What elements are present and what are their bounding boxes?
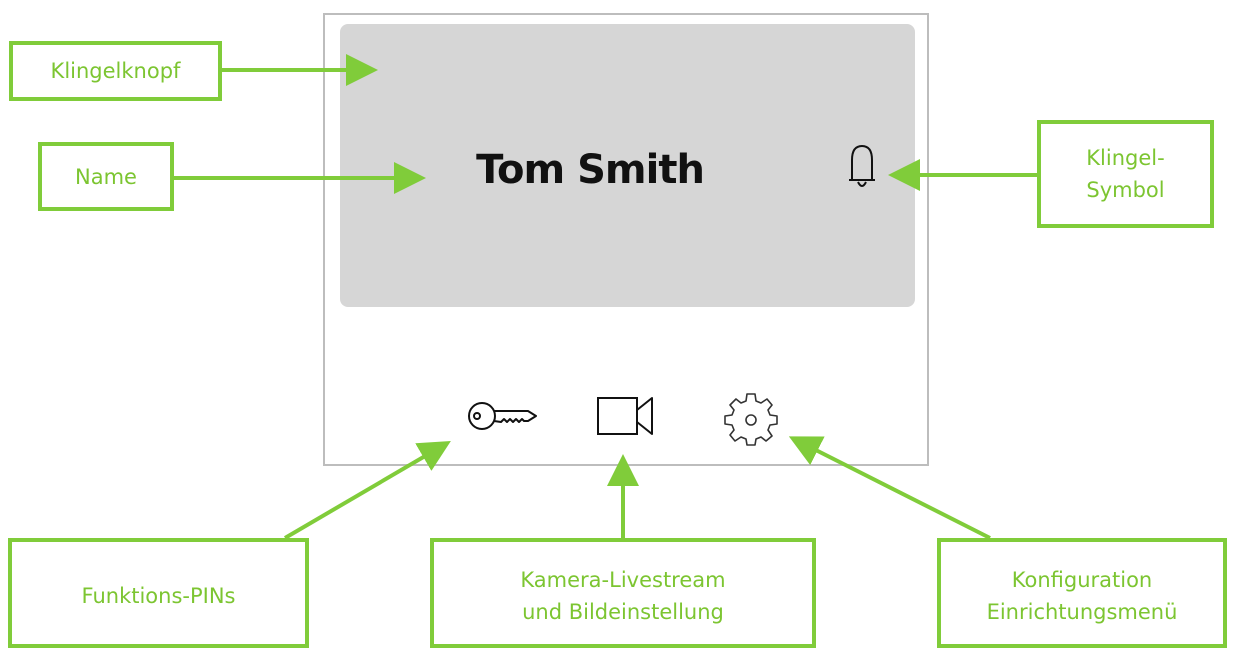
- callout-name: Name: [38, 142, 174, 211]
- callout-kamera-line-1: Kamera-Livestream: [520, 568, 726, 592]
- video-camera-icon[interactable]: [594, 392, 658, 440]
- callout-kamera-line-2: und Bildeinstellung: [522, 600, 724, 624]
- callout-klingel-symbol-line-2: Symbol: [1086, 178, 1165, 202]
- callout-funktions-pins: Funktions-PINs: [8, 538, 309, 648]
- callout-klingelknopf: Klingelknopf: [9, 41, 222, 101]
- callout-klingel-symbol: Klingel- Symbol: [1037, 120, 1214, 228]
- callout-konfiguration: Konfiguration Einrichtungsmenü: [937, 538, 1227, 648]
- gear-icon[interactable]: [723, 390, 779, 446]
- callout-klingelknopf-label: Klingelknopf: [50, 59, 181, 83]
- callout-konfiguration-line-1: Konfiguration: [1011, 568, 1153, 592]
- callout-klingel-symbol-line-1: Klingel-: [1086, 146, 1165, 170]
- callout-konfiguration-line-2: Einrichtungsmenü: [986, 600, 1178, 624]
- bell-push-button[interactable]: [340, 24, 915, 307]
- callout-kamera: Kamera-Livestream und Bildeinstellung: [430, 538, 816, 648]
- key-icon[interactable]: [466, 395, 538, 437]
- callout-funktions-pins-label: Funktions-PINs: [81, 584, 236, 608]
- bell-icon: [849, 144, 875, 187]
- callout-name-label: Name: [75, 164, 137, 189]
- resident-name: Tom Smith: [476, 147, 705, 193]
